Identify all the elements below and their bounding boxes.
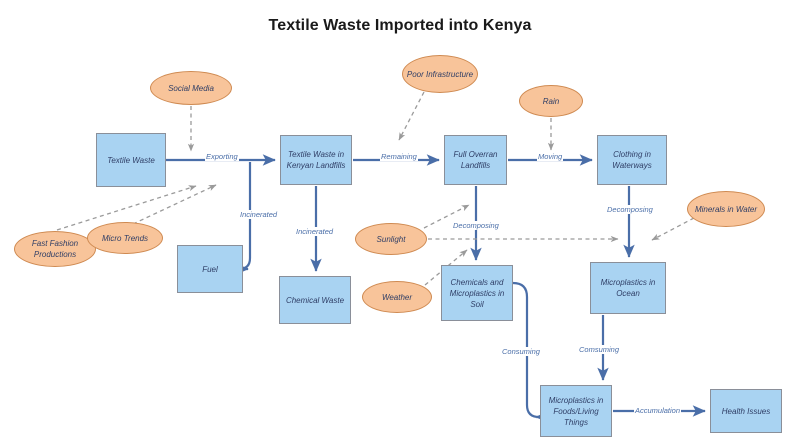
node-fuel[interactable]: Fuel	[177, 245, 243, 293]
node-label: Fast Fashion Productions	[31, 239, 79, 259]
edge-sunlight-decomposing-left	[423, 204, 470, 229]
node-label: Microplastics in Foods/Living Things	[548, 395, 604, 427]
node-clothing-in-waterways[interactable]: Clothing in Waterways	[597, 135, 667, 185]
node-label: Health Issues	[721, 406, 771, 416]
node-label: Full Overran Landfills	[453, 150, 498, 170]
edge-label-remaining: Remaining	[380, 152, 418, 161]
node-label: Micro Trends	[101, 233, 149, 243]
edge-label-moving: Moving	[537, 152, 564, 161]
node-label: Social Media	[168, 83, 214, 93]
edge-label-decomposing-ocean: Decomposing	[606, 205, 654, 214]
node-full-overran-landfills[interactable]: Full Overran Landfills	[444, 135, 507, 185]
node-chemicals-and-microplastics-in-soil[interactable]: Chemicals and Microplastics in Soil	[441, 265, 513, 321]
node-health-issues[interactable]: Health Issues	[710, 389, 782, 433]
node-micro-trends[interactable]: Micro Trends	[87, 222, 163, 254]
edge-label-consuming: Consuming	[501, 347, 541, 356]
node-weather[interactable]: Weather	[362, 281, 432, 313]
node-sunlight[interactable]: Sunlight	[355, 223, 427, 255]
node-poor-infrastructure[interactable]: Poor Infrastructure	[402, 55, 478, 93]
node-label: Minerals in Water	[694, 204, 758, 214]
node-chemical-waste[interactable]: Chemical Waste	[279, 276, 351, 324]
node-social-media[interactable]: Social Media	[150, 71, 232, 105]
node-label: Poor Infrastructure	[406, 69, 474, 79]
node-fast-fashion-productions[interactable]: Fast Fashion Productions	[14, 231, 96, 267]
edge-label-incinerated-chemical: Incinerated	[295, 227, 335, 236]
edge-fast-fashion-exporting	[56, 185, 197, 231]
edge-label-decomposing-soil: Decomposing	[452, 221, 500, 230]
node-label: Chemical Waste	[285, 295, 345, 305]
node-label: Weather	[381, 292, 413, 302]
node-textile-waste-in-kenyan-landfills[interactable]: Textile Waste in Kenyan Landfills	[280, 135, 352, 185]
node-label: Microplastics in Ocean	[600, 278, 656, 298]
edge-label-incinerated-fuel: Incinerated	[239, 210, 279, 219]
node-label: Textile Waste in Kenyan Landfills	[286, 150, 346, 170]
node-label: Textile Waste	[107, 155, 155, 165]
node-label: Rain	[542, 96, 560, 106]
node-microplastics-in-ocean[interactable]: Microplastics in Ocean	[590, 262, 666, 314]
edge-label-exporting: Exporting	[205, 152, 239, 161]
node-label: Fuel	[202, 264, 218, 274]
edge-weather-soil	[424, 249, 468, 286]
node-label: Clothing in Waterways	[612, 150, 652, 170]
edge-poor-infrastructure-landfills	[398, 91, 425, 141]
node-label: Sunlight	[376, 234, 406, 244]
node-label: Chemicals and Microplastics in Soil	[449, 277, 505, 309]
edge-label-comsuming: Comsuming	[578, 345, 621, 354]
edge-consuming-soil-foods	[512, 281, 549, 423]
edge-label-accumulation: Accumulation	[634, 406, 682, 415]
node-rain[interactable]: Rain	[519, 85, 583, 117]
edge-minerals-ocean	[651, 217, 695, 241]
page-title: Textile Waste Imported into Kenya	[268, 17, 532, 34]
node-minerals-in-water[interactable]: Minerals in Water	[687, 191, 765, 227]
edge-micro-trends-exporting	[132, 184, 217, 225]
node-textile-waste[interactable]: Textile Waste	[96, 133, 166, 187]
node-microplastics-in-foods-living-things[interactable]: Microplastics in Foods/Living Things	[540, 385, 612, 437]
